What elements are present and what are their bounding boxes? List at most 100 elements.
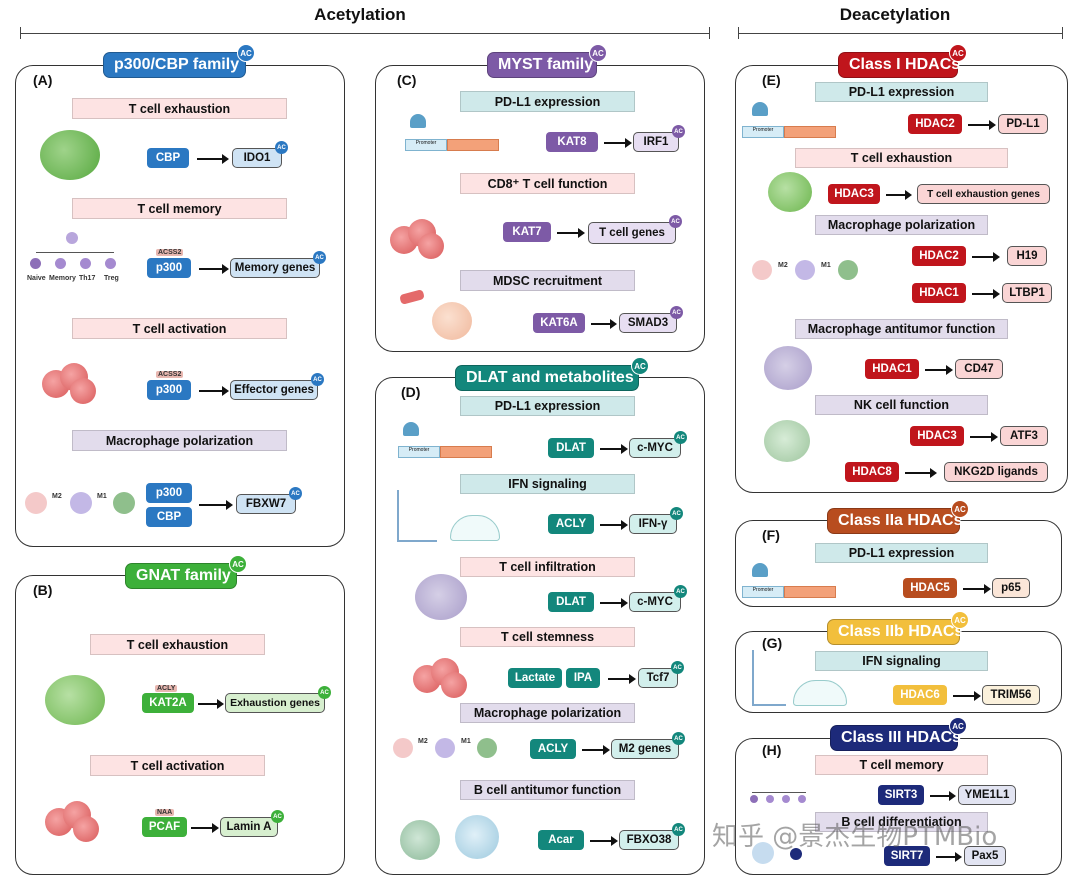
a-lineage-line bbox=[36, 252, 114, 253]
e-header-nk: NK cell function bbox=[815, 395, 988, 415]
panel-c bbox=[375, 65, 705, 352]
d-header-pdl1: PD-L1 expression bbox=[460, 396, 635, 416]
c-tumor-cluster-icon bbox=[432, 302, 472, 340]
acetylation-bracket bbox=[20, 33, 710, 34]
c-enzyme-kat7: KAT7 bbox=[503, 222, 551, 242]
b-enzyme-pcaf: PCAF bbox=[142, 817, 187, 837]
f-header-pdl1: PD-L1 expression bbox=[815, 543, 988, 563]
b-tumor-cell-icon bbox=[45, 675, 105, 725]
deacetylation-heading: Deacetylation bbox=[839, 5, 951, 24]
e-target-t-cell-exhaustion-genes: T cell exhaustion genes bbox=[917, 184, 1050, 204]
e-gene-box bbox=[784, 126, 836, 138]
b-target-lamin-ac: AC bbox=[271, 810, 284, 823]
e-enzyme-hdac3-1: HDAC3 bbox=[828, 184, 880, 204]
b-activated-cell-3 bbox=[73, 816, 99, 842]
panel-h-title: Class III HDACs bbox=[830, 725, 961, 751]
a-label-m1: M1 bbox=[97, 493, 107, 500]
a-activated-cell-3 bbox=[70, 378, 96, 404]
a-tumor-cell-icon bbox=[40, 130, 100, 180]
watermark: 知乎 @景杰生物PTMBio bbox=[712, 822, 998, 852]
acetylation-bracket-left bbox=[20, 27, 21, 39]
panel-f-title: Class IIa HDACs bbox=[827, 508, 963, 534]
panel-h-letter: (H) bbox=[762, 742, 782, 758]
a-enzyme-cbp-macro: CBP bbox=[146, 507, 192, 527]
e-m1-macrophage-icon bbox=[838, 260, 858, 280]
a-enzyme-cbp: CBP bbox=[147, 148, 189, 168]
panel-d-letter: (D) bbox=[401, 384, 421, 400]
d-arrow-6 bbox=[590, 836, 618, 846]
d-enzyme-dlat-2: DLAT bbox=[548, 592, 594, 612]
e-enzyme-hdac3-2: HDAC3 bbox=[910, 426, 964, 446]
d-header-stemness: T cell stemness bbox=[460, 627, 635, 647]
e-header-exhaustion: T cell exhaustion bbox=[795, 148, 1008, 168]
e-header-pdl1: PD-L1 expression bbox=[815, 82, 988, 102]
a-cofactor-acss2-1: ACSS2 bbox=[156, 249, 184, 256]
b-arrow-1 bbox=[198, 699, 224, 709]
d-arrow-5 bbox=[582, 745, 610, 755]
b-cofactor-naa: NAA bbox=[155, 809, 175, 816]
e-enzyme-hdac2-2: HDAC2 bbox=[912, 246, 966, 266]
g-arrow-1 bbox=[953, 691, 981, 701]
h-enzyme-sirt7: SIRT7 bbox=[884, 846, 930, 866]
e-nk-icon bbox=[764, 420, 810, 462]
d-enzyme-acly-2: ACLY bbox=[530, 739, 576, 759]
d-target-fbxo38-label: FBXO38 bbox=[626, 834, 672, 846]
g-enzyme-hdac6: HDAC6 bbox=[893, 685, 947, 705]
d-header-ifn: IFN signaling bbox=[460, 474, 635, 494]
a-label-naive: Naive bbox=[27, 275, 46, 282]
h-bcell-icon bbox=[752, 842, 774, 864]
c-arrow-1 bbox=[604, 138, 632, 148]
a-arrow-3 bbox=[199, 386, 229, 396]
c-promoter-box: Promoter bbox=[405, 139, 447, 151]
e-target-atf3: ATF3 bbox=[1000, 426, 1048, 446]
b-target-lamin-a-label: Lamin A bbox=[226, 821, 272, 833]
f-arrow-1 bbox=[963, 584, 991, 594]
e-arrow-7 bbox=[905, 468, 937, 478]
d-arrow-3 bbox=[600, 598, 628, 608]
b-header-activation: T cell activation bbox=[90, 755, 265, 776]
a-label-th17: Th17 bbox=[79, 275, 96, 282]
e-arrow-2 bbox=[886, 190, 912, 200]
e-target-pdl1: PD-L1 bbox=[998, 114, 1048, 134]
panel-b-title: GNAT family bbox=[125, 563, 237, 589]
d-ifn-pathway-icon bbox=[397, 490, 437, 542]
b-arrow-2 bbox=[191, 823, 219, 833]
h-tcell-icon-2 bbox=[766, 795, 774, 803]
panel-d-ac-badge: AC bbox=[631, 357, 649, 375]
d-m2-macrophage-icon bbox=[393, 738, 413, 758]
d-arrow-4 bbox=[608, 674, 636, 684]
c-target-tcell-ac: AC bbox=[669, 215, 682, 228]
e-enzyme-hdac1-2: HDAC1 bbox=[865, 359, 919, 379]
e-enzyme-hdac2-1: HDAC2 bbox=[908, 114, 962, 134]
c-target-irf1-ac: AC bbox=[672, 125, 685, 138]
panel-e-ac-badge: AC bbox=[949, 44, 967, 62]
e-promoter-box: Promoter bbox=[742, 126, 784, 138]
panel-g-title: Class IIb HDACs bbox=[827, 619, 963, 645]
d-target-tcf7-ac: AC bbox=[671, 661, 684, 674]
panel-g-letter: (G) bbox=[762, 635, 783, 651]
a-enzyme-p300-activation: p300 bbox=[147, 380, 191, 400]
e-label-m2: M2 bbox=[778, 262, 788, 269]
g-target-trim56: TRIM56 bbox=[982, 685, 1040, 705]
b-target-exhaustion-ac: AC bbox=[318, 686, 331, 699]
h-enzyme-sirt3: SIRT3 bbox=[878, 785, 924, 805]
d-header-macrophage: Macrophage polarization bbox=[460, 703, 635, 723]
g-ifn-nucleus-icon bbox=[793, 680, 847, 706]
e-enzyme-hdac1-1: HDAC1 bbox=[912, 283, 966, 303]
a-m2-macrophage-icon bbox=[25, 492, 47, 514]
d-target-cmyc-1-label: c-MYC bbox=[637, 442, 673, 454]
a-target-fbxw7-label: FBXW7 bbox=[245, 498, 287, 510]
panel-a-letter: (A) bbox=[33, 72, 53, 88]
acetylation-bracket-right bbox=[709, 27, 710, 39]
panel-d-title: DLAT and metabolites bbox=[455, 365, 639, 391]
b-enzyme-kat2a: KAT2A bbox=[142, 693, 194, 713]
a-target-ido1-label: IDO1 bbox=[243, 152, 271, 164]
a-arrow-1 bbox=[197, 154, 229, 164]
